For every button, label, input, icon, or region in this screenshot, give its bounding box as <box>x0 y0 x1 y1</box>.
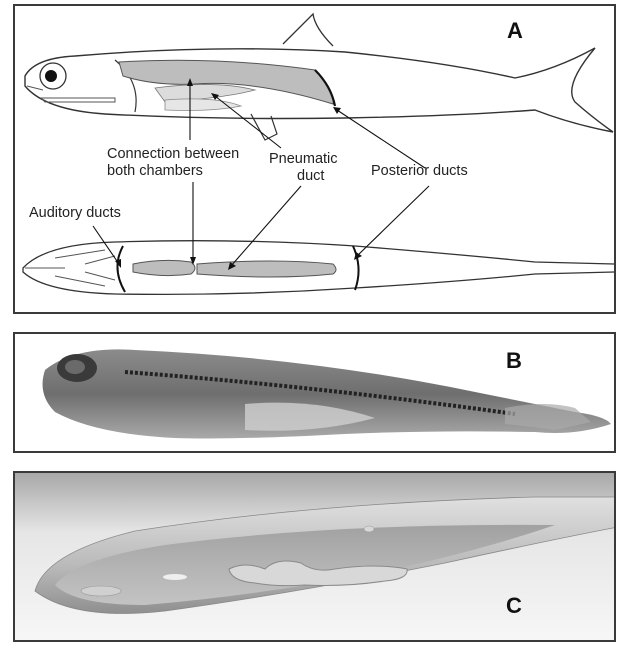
label-pneumatic-line1: Pneumatic <box>269 151 338 168</box>
panel-c-letter: C <box>506 593 522 619</box>
panel-c: C <box>13 471 616 642</box>
render-blob-3 <box>364 526 374 532</box>
arrow-posterior-bottom <box>357 186 429 256</box>
arrow-posterior-top <box>337 110 425 168</box>
panel-b-radiograph <box>15 334 616 453</box>
panel-c-render <box>15 473 616 642</box>
panel-a: A Connection between both chambers Pneum… <box>13 4 616 314</box>
label-auditory: Auditory ducts <box>29 205 121 222</box>
label-connection-line1: Connection between <box>107 146 239 163</box>
render-blob-2 <box>163 574 187 580</box>
label-posterior: Posterior ducts <box>371 163 468 180</box>
label-pneumatic-line2: duct <box>297 168 324 185</box>
fish-pupil <box>45 70 57 82</box>
label-connection-line2: both chambers <box>107 163 203 180</box>
panel-b-letter: B <box>506 348 522 374</box>
panel-b: B <box>13 332 616 453</box>
ventral-swimbladder-posterior <box>197 261 336 277</box>
dorsal-fin <box>283 14 333 46</box>
render-blob-1 <box>81 586 121 596</box>
ventral-swimbladder-anterior <box>133 260 195 275</box>
panel-a-letter: A <box>507 18 523 44</box>
